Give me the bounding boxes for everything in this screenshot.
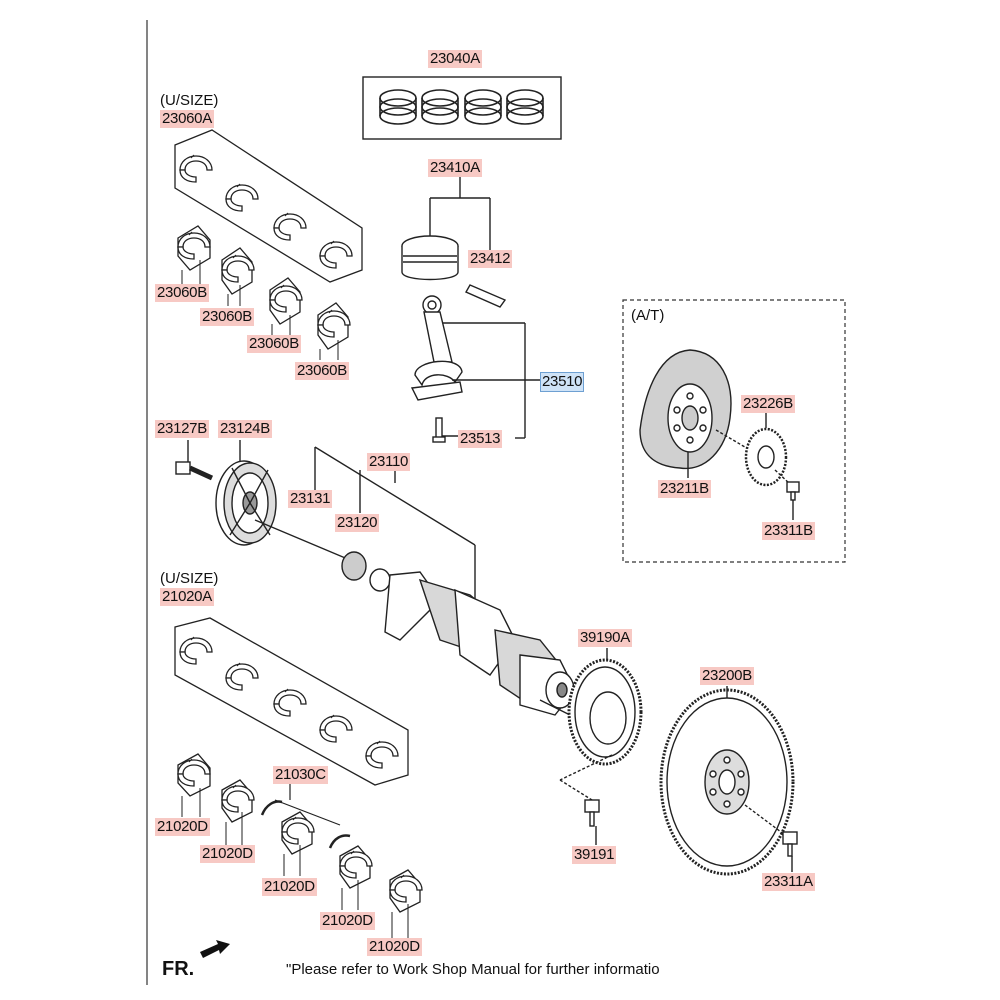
undersize-note-lower: (U/SIZE) — [160, 570, 219, 587]
part-label-23412[interactable]: 23412 — [468, 250, 513, 268]
part-label-23510[interactable]: 23510 — [540, 372, 585, 392]
part-label-23311B[interactable]: 23311B — [762, 522, 815, 540]
part-label-23513[interactable]: 23513 — [458, 430, 503, 448]
part-label-21020D-5[interactable]: 21020D — [367, 938, 422, 956]
part-label-39190A[interactable]: 39190A — [578, 629, 632, 647]
part-label-23211B[interactable]: 23211B — [658, 480, 711, 498]
upper-bearing-set-icon — [174, 129, 363, 283]
piston-icon — [401, 172, 507, 308]
flywheel-bolt-icon — [782, 831, 798, 857]
part-label-23040A[interactable]: 23040A — [428, 50, 482, 68]
crankshaft-icon — [254, 446, 601, 731]
adapter-plate-icon — [744, 412, 800, 520]
torque-converter-plate-icon — [639, 349, 751, 478]
lower-bearing-set-icon — [174, 617, 409, 786]
thrust-washer-icons — [260, 784, 351, 849]
automatic-transmission-note: (A/T) — [631, 307, 665, 324]
part-label-23110[interactable]: 23110 — [367, 453, 411, 471]
drive-plate-bolt-icon — [584, 799, 600, 827]
part-label-21020D-4[interactable]: 21020D — [320, 912, 375, 930]
part-label-23226B[interactable]: 23226B — [741, 395, 795, 413]
part-label-23311A[interactable]: 23311A — [762, 873, 815, 891]
part-label-21020D-1[interactable]: 21020D — [155, 818, 210, 836]
part-label-21020D-3[interactable]: 21020D — [262, 878, 317, 896]
flywheel-icon — [659, 686, 798, 876]
crankshaft-pulley-icon — [175, 440, 277, 546]
piston-ring-set-icon — [362, 76, 562, 140]
bearing-d-icons — [177, 753, 423, 938]
part-label-23120[interactable]: 23120 — [335, 514, 380, 532]
part-label-39191[interactable]: 39191 — [572, 846, 617, 864]
front-direction-label: FR. — [162, 958, 195, 980]
part-label-23060B-1[interactable]: 23060B — [155, 284, 209, 302]
workshop-manual-note: "Please refer to Work Shop Manual for fu… — [286, 961, 660, 978]
undersize-note-upper: (U/SIZE) — [160, 92, 219, 109]
automatic-transmission-box — [622, 299, 846, 563]
adapter-bolt-icon — [786, 481, 800, 501]
part-label-21030C[interactable]: 21030C — [273, 766, 328, 784]
bearing-b-icons — [177, 225, 351, 360]
part-label-23060B-3[interactable]: 23060B — [247, 335, 301, 353]
part-label-23131[interactable]: 23131 — [288, 490, 333, 508]
part-label-23060B-2[interactable]: 23060B — [200, 308, 254, 326]
front-direction-arrow-icon — [200, 940, 230, 958]
part-label-23060A[interactable]: 23060A — [160, 110, 214, 128]
part-label-23200B[interactable]: 23200B — [700, 667, 754, 685]
part-label-21020A[interactable]: 21020A — [160, 588, 214, 606]
part-label-23127B[interactable]: 23127B — [155, 420, 209, 438]
pulley-bolt-icon — [175, 461, 214, 481]
part-label-23124B[interactable]: 23124B — [218, 420, 272, 438]
part-label-23410A[interactable]: 23410A — [428, 159, 482, 177]
drive-plate-icon — [559, 648, 643, 845]
connecting-rod-icon — [410, 295, 540, 443]
part-label-23060B-4[interactable]: 23060B — [295, 362, 349, 380]
part-label-21020D-2[interactable]: 21020D — [200, 845, 255, 863]
